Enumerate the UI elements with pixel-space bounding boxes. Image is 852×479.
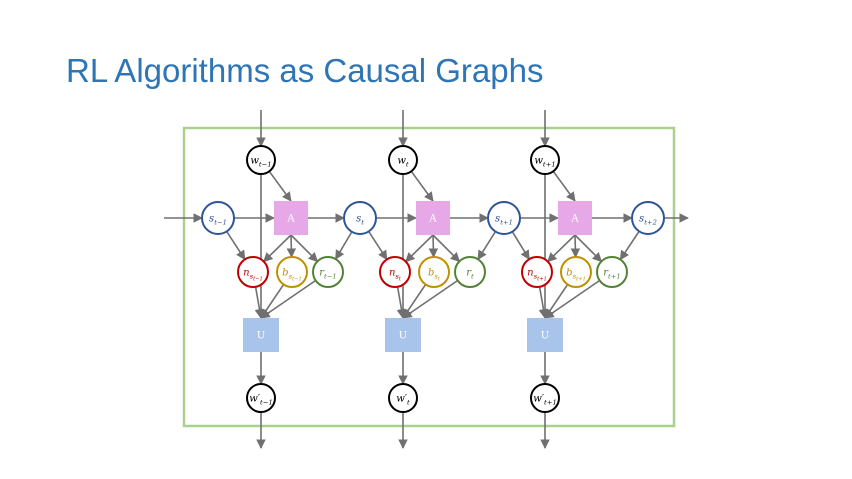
reward-node: rt [454, 256, 486, 288]
edge-r-to-U [544, 279, 601, 319]
visit-count-node-label: nst+1 [527, 268, 547, 283]
weight-node: wt [388, 145, 418, 175]
edge-next-state-to-r [619, 230, 640, 261]
visit-count-node: nst+1 [521, 256, 553, 288]
baseline-node-label: bst+1 [566, 268, 586, 283]
update-box-U: U [527, 318, 563, 352]
update-box-U-label: U [399, 331, 407, 342]
reward-node-label: rt+1 [603, 268, 621, 281]
update-box-U: U [243, 318, 279, 352]
updated-weight-node-label: w′t−1 [249, 394, 273, 407]
weight-node: wt+1 [530, 145, 560, 175]
visit-count-node-label: nst−1 [243, 268, 263, 283]
edge-A-to-r [432, 234, 461, 263]
state-node: st+2 [631, 201, 665, 235]
baseline-node: bst+1 [560, 256, 592, 288]
edge-A-to-r [574, 234, 603, 263]
state-node-label: st−1 [209, 214, 227, 227]
state-node-label: st+2 [639, 214, 657, 227]
state-node: st−1 [201, 201, 235, 235]
baseline-node-label: bst−1 [282, 268, 302, 283]
edge-A-to-n [547, 234, 576, 263]
edge-A-to-b [428, 234, 439, 258]
plate-frame [182, 126, 676, 428]
edge-n-to-U [254, 286, 265, 319]
updated-weight-node-label: w′t [396, 394, 410, 407]
edge-r-to-U [402, 279, 459, 319]
action-box-A-label: A [286, 214, 295, 225]
edge-b-to-U [402, 283, 427, 319]
action-box-A: A [416, 201, 450, 235]
weight-node-label: wt−1 [250, 156, 271, 169]
visit-count-node-label: nst [389, 268, 402, 283]
action-box-A: A [558, 201, 592, 235]
weight-node-label: wt+1 [534, 156, 555, 169]
state-node: st+1 [487, 201, 521, 235]
reward-node-label: rt [466, 268, 474, 281]
edge-A-to-n [263, 234, 292, 263]
edge-next-state-to-r [334, 231, 353, 260]
edge-n-to-U [538, 286, 549, 319]
updated-weight-node: w′t [388, 383, 418, 413]
reward-node-label: rt−1 [319, 268, 337, 281]
edge-A-to-b [286, 234, 297, 258]
edge-A-to-n [405, 234, 434, 263]
edge-w-to-A [410, 170, 434, 202]
baseline-node-label: bst [428, 268, 441, 283]
edge-b-to-U [544, 283, 569, 319]
updated-weight-node-label: w′t+1 [533, 394, 557, 407]
edge-state-to-n [511, 231, 530, 261]
visit-count-node: nst [379, 256, 411, 288]
visit-count-node: nst−1 [237, 256, 269, 288]
weight-node: wt−1 [246, 145, 276, 175]
state-node-label: st [356, 214, 364, 227]
edge-A-to-b [570, 234, 581, 258]
edge-n-to-U [396, 286, 407, 319]
reward-node: rt−1 [312, 256, 344, 288]
update-box-U: U [385, 318, 421, 352]
slide-title: RL Algorithms as Causal Graphs [66, 52, 544, 89]
update-box-U-label: U [257, 331, 265, 342]
action-box-A: A [274, 201, 308, 235]
edge-A-to-r [290, 234, 319, 263]
baseline-node: bst [418, 256, 450, 288]
update-box-U-label: U [541, 331, 549, 342]
edge-state-to-n [368, 230, 388, 261]
updated-weight-node: w′t−1 [246, 383, 276, 413]
state-node-label: st+1 [495, 214, 513, 227]
action-box-A-label: A [570, 214, 579, 225]
baseline-node: bst−1 [276, 256, 308, 288]
updated-weight-node: w′t+1 [530, 383, 560, 413]
action-box-A-label: A [428, 214, 437, 225]
reward-node: rt+1 [596, 256, 628, 288]
edge-b-to-U [260, 283, 285, 319]
state-node: st [343, 201, 377, 235]
edge-next-state-to-r [477, 231, 497, 261]
weight-node-label: wt [397, 156, 409, 169]
edge-r-to-U [260, 279, 317, 319]
edge-w-to-A [552, 170, 576, 202]
edge-w-to-A [268, 170, 292, 202]
edge-state-to-n [226, 230, 246, 261]
